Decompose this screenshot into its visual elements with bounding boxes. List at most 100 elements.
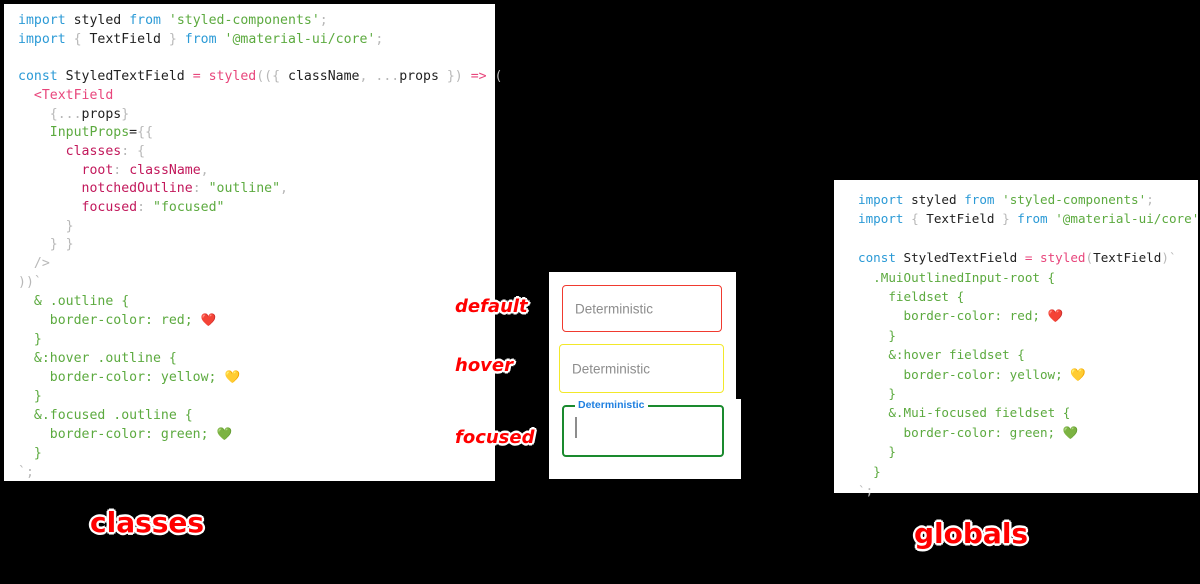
code-line: fieldset { (858, 287, 1190, 306)
code-token (18, 107, 50, 122)
emoji-glyph: ❤️ (200, 312, 217, 328)
code-token (18, 427, 50, 442)
code-token: `; (858, 483, 874, 499)
code-token: TextField (1093, 250, 1162, 266)
code-line: InputProps={{ (18, 124, 485, 143)
code-token: ( (1085, 250, 1094, 266)
code-line: } (18, 331, 485, 350)
code-line: root: className, (18, 162, 485, 181)
code-line: `; (18, 464, 485, 483)
code-token: InputProps (49, 125, 130, 141)
code-token: .MuiOutlinedInput-root { (873, 269, 1056, 285)
code-token: styled (1040, 250, 1086, 266)
annotation-focused: focused (455, 427, 535, 448)
textfield-demo-panel: Deterministic Deterministic Deterministi… (549, 272, 741, 479)
code-token: : (192, 181, 209, 197)
code-line: } (18, 218, 485, 237)
code-token: "outline" (208, 181, 281, 197)
code-token (18, 200, 82, 215)
code-token: const (858, 250, 896, 266)
code-token: 'styled-components' (168, 13, 320, 28)
code-token: border-color: green; (49, 427, 217, 443)
code-token: const (18, 69, 58, 85)
code-token: ))` (18, 274, 42, 290)
textfield-default[interactable]: Deterministic (562, 285, 722, 332)
code-token: notchedOutline (81, 181, 193, 197)
code-token: &.Mui-focused fieldset { (888, 405, 1071, 421)
emoji-glyph: 💚 (216, 426, 233, 442)
code-token: className (129, 162, 201, 178)
code-line: } (858, 326, 1190, 345)
textfield-hover[interactable]: Deterministic (559, 344, 724, 393)
code-line: focused: "focused" (18, 199, 485, 218)
code-token: border-color: red; (903, 308, 1048, 324)
code-token: classes (65, 143, 122, 159)
textfield-default-label: Deterministic (575, 301, 654, 316)
code-line (18, 49, 485, 68)
code-token: border-color: yellow; (903, 366, 1071, 382)
code-line: &.Mui-focused fieldset { (858, 403, 1190, 422)
code-token (995, 192, 1003, 207)
code-line: } (18, 388, 485, 407)
code-token (858, 289, 888, 304)
code-line: } } (18, 236, 485, 255)
code-line: import styled from 'styled-components'; (18, 12, 485, 31)
code-token: } (65, 218, 74, 234)
code-token: )` (1161, 250, 1177, 266)
code-line: classes: { (18, 143, 485, 162)
code-token: focused (81, 200, 138, 216)
code-token (66, 32, 74, 47)
code-token: import (858, 211, 904, 227)
code-token: } (1002, 211, 1010, 227)
code-token: &:hover fieldset { (888, 347, 1025, 363)
code-line: border-color: yellow; 💛 (858, 365, 1190, 384)
code-token: } (888, 386, 896, 402)
code-token: &.focused .outline { (33, 407, 193, 423)
code-token: ; (319, 13, 328, 28)
code-token: , (359, 69, 376, 85)
code-token: /> (33, 256, 50, 272)
code-token: , (280, 181, 288, 197)
code-token (18, 313, 50, 328)
code-token: } (33, 389, 42, 405)
code-token: } (438, 69, 455, 85)
code-token (18, 294, 34, 309)
code-token: fieldset { (888, 289, 965, 305)
code-token: styled (208, 69, 257, 85)
code-token (858, 367, 904, 382)
code-line: } (18, 445, 485, 464)
textfield-focused[interactable]: Deterministic (562, 399, 724, 457)
code-token: } (121, 106, 130, 122)
code-token (858, 444, 888, 459)
code-token: } (168, 31, 177, 47)
code-token (18, 144, 66, 159)
code-line: import { TextField } from '@material-ui/… (858, 209, 1200, 228)
code-line: const StyledTextField = styled(({ classN… (18, 68, 502, 87)
code-token: } (888, 444, 896, 460)
emoji-glyph: 💛 (224, 369, 241, 385)
code-token: } (33, 331, 42, 347)
code-token (161, 13, 169, 28)
code-line: border-color: red; ❤️ (18, 311, 485, 331)
code-token: props (399, 69, 439, 85)
code-token: { (49, 106, 58, 122)
code-token: "focused" (153, 200, 225, 216)
code-token: , (200, 162, 209, 178)
code-line (858, 229, 1190, 248)
code-token: ) (454, 69, 471, 85)
code-line: &.focused .outline { (18, 407, 485, 426)
code-token (858, 405, 888, 420)
code-token: } (33, 446, 42, 462)
code-token: from (964, 192, 995, 207)
code-token: } (888, 327, 896, 343)
textfield-focused-floating-label: Deterministic (575, 399, 648, 411)
code-panel-globals: import styled from 'styled-components';i… (834, 180, 1200, 498)
code-token (18, 370, 50, 385)
code-token: import (858, 192, 904, 207)
emoji-glyph: 💚 (1062, 424, 1079, 440)
code-token (18, 88, 34, 103)
code-token (858, 386, 888, 401)
code-token: TextField (81, 31, 169, 47)
code-token: } } (49, 237, 74, 253)
code-line: .MuiOutlinedInput-root { (858, 268, 1190, 287)
